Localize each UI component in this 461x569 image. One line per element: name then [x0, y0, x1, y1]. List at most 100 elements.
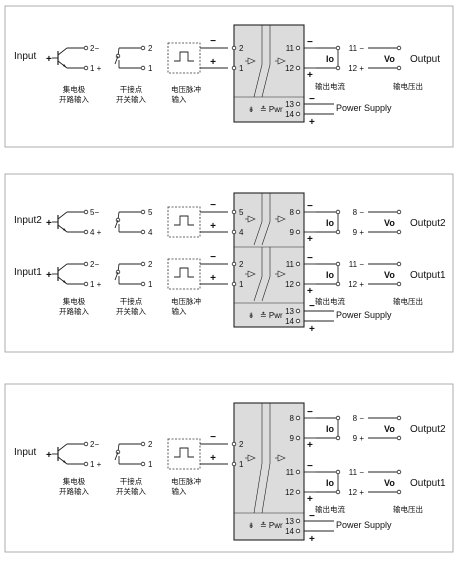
caption-out-voltage: 输电压出	[393, 296, 423, 306]
plus-sign: +	[307, 286, 313, 297]
pin-label: 1	[148, 64, 153, 73]
terminal-dot	[295, 489, 301, 495]
plus-sign: +	[307, 234, 313, 245]
plus-sign: +	[309, 324, 315, 335]
power-area: ⇟≛ Pwr	[234, 302, 304, 320]
pin-label: 9	[290, 228, 295, 237]
minus-sign: −	[307, 37, 313, 48]
wire	[114, 271, 119, 281]
terminal-dot	[396, 415, 402, 421]
terminal-dot	[396, 229, 402, 235]
pin-label: 2	[239, 440, 244, 449]
dry-contact-symbol: 54	[114, 208, 153, 237]
dry-contact-symbol: 21	[114, 44, 153, 73]
pin-label: 13	[285, 307, 294, 316]
caption-dry-2: 开关输入	[116, 94, 146, 104]
wire	[57, 211, 68, 220]
wire	[114, 451, 119, 461]
power-area: ⇟ ≛ Pwr	[234, 96, 304, 114]
minus-sign: −	[307, 407, 313, 418]
terminal-dot	[335, 415, 341, 421]
terminal-dot	[295, 45, 301, 51]
pin-label: 1 +	[90, 64, 102, 73]
current-output: Io	[316, 261, 341, 287]
pwr-label: ≛ Pwr	[260, 521, 283, 530]
pin-label: 2−	[90, 440, 99, 449]
terminal-dot	[396, 489, 402, 495]
terminal-dot	[83, 65, 89, 71]
terminal-dot	[396, 209, 402, 215]
terminal-dot	[396, 45, 402, 51]
pulse-waveform	[174, 51, 194, 62]
terminal-dot	[295, 528, 301, 534]
pin-label: 11	[286, 468, 295, 477]
pulse-source-symbol: −+	[167, 432, 228, 470]
pulse-waveform	[174, 267, 194, 278]
terminal-dot	[295, 209, 301, 215]
terminal-dot	[295, 469, 301, 475]
plus-sign: +	[309, 117, 315, 128]
io-label: Io	[326, 218, 335, 228]
terminal-dot	[335, 435, 341, 441]
pin-label: 12	[285, 280, 294, 289]
wire	[114, 219, 119, 229]
pulse-source-symbol: −+	[167, 36, 228, 74]
terminal-dot	[335, 65, 341, 71]
terminal-dot	[335, 45, 341, 51]
terminal-dot	[231, 65, 237, 71]
caption-dry-1: 干接点	[120, 84, 143, 94]
io-label: Io	[326, 270, 335, 280]
output-terminals: 89−+	[290, 201, 316, 245]
terminal-dot	[335, 281, 341, 287]
current-output: Io	[316, 469, 341, 495]
pin-label: 14	[285, 110, 294, 119]
output-label: Output1	[410, 270, 446, 281]
power-area: ⇟≛ Pwr	[234, 512, 304, 530]
plus-sign: +	[210, 57, 216, 68]
pulse-box	[167, 438, 201, 470]
input-label: Input2	[14, 215, 42, 226]
caption-pulse-2: 输入	[172, 94, 187, 104]
pin-label: 2−	[90, 260, 99, 269]
pin-label: 8	[290, 414, 295, 423]
terminal-dot	[140, 441, 146, 447]
pin-label: 8 −	[353, 414, 365, 423]
dry-contact-symbol: 21	[114, 260, 153, 289]
isolation-line	[261, 247, 271, 302]
emitter-arrow	[63, 64, 67, 68]
isolator-module	[233, 192, 305, 328]
wire	[57, 47, 68, 56]
terminal-dot	[140, 229, 146, 235]
pin-label: 1 +	[90, 280, 102, 289]
pin-label: 11	[286, 260, 295, 269]
terminal-dot	[335, 469, 341, 475]
panel-frame	[4, 173, 454, 353]
plus-sign: +	[210, 221, 216, 232]
open-collector-symbol: 2−1 ++	[46, 260, 102, 289]
emitter-arrow	[63, 460, 67, 464]
output-label: Output2	[410, 218, 446, 229]
isolator-module	[233, 24, 305, 123]
plus-sign: +	[307, 494, 313, 505]
pin-label: 2	[148, 440, 153, 449]
caption-collector-2: 开路输入	[59, 306, 89, 316]
pulse-source-symbol: −+	[167, 252, 228, 290]
ground-icon: ⇟	[248, 311, 254, 320]
pin-label: 4	[148, 228, 153, 237]
ground-icon: ⇟	[248, 105, 254, 114]
caption-dry-2: 开关输入	[116, 306, 146, 316]
pwr-label: ≛ Pwr	[260, 105, 283, 114]
pin-label: 1	[148, 460, 153, 469]
terminal-dot	[83, 45, 89, 51]
wire	[114, 55, 119, 65]
pulse-box	[167, 258, 201, 290]
vo-label: Vo	[384, 270, 395, 280]
pin-label: 2	[148, 44, 153, 53]
